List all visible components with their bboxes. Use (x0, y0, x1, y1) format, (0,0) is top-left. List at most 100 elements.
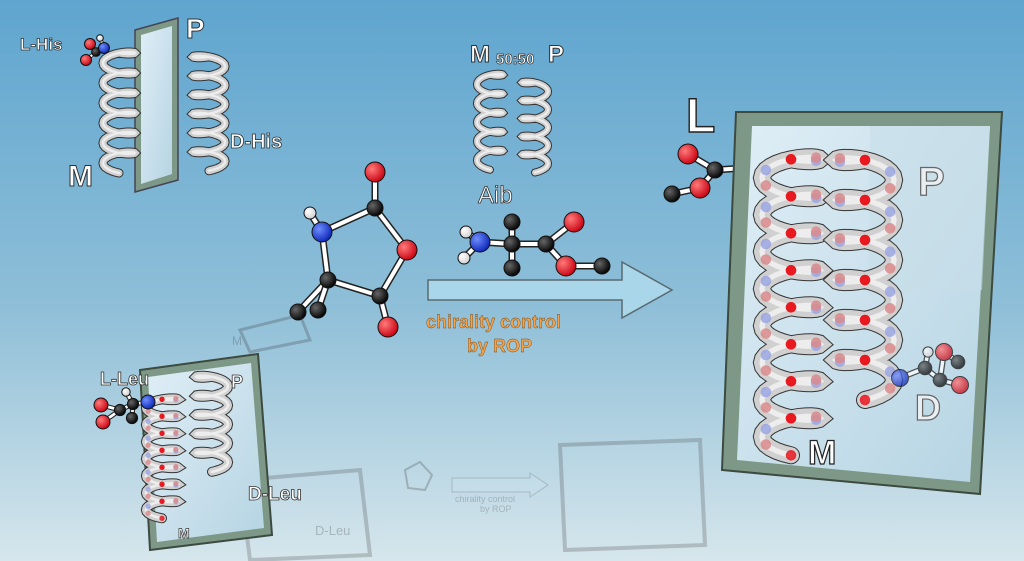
helix-bead (760, 402, 772, 413)
helix-bead (834, 313, 846, 324)
helix-bead (810, 263, 822, 274)
helix-bead (173, 412, 179, 419)
helix-bead (884, 246, 896, 257)
helix-bead (785, 191, 797, 202)
atom-h (96, 34, 104, 42)
helix-bead (834, 273, 846, 284)
atom-o (677, 143, 699, 165)
atom-o (396, 239, 418, 261)
label-p-racemic: P (548, 41, 564, 68)
helix-bead (810, 189, 822, 200)
helix-bead (159, 481, 165, 487)
helix-bead (159, 447, 165, 453)
helix-bead (760, 423, 772, 435)
helix-bead (159, 430, 165, 436)
atom-c (932, 372, 948, 388)
helix-bead (810, 300, 822, 311)
atom-h (457, 251, 471, 265)
helix-bead (859, 314, 871, 326)
atom-c (309, 301, 327, 319)
helix-bead (859, 194, 871, 206)
helix-bead (859, 274, 871, 286)
label-m-top-left: M (68, 160, 93, 193)
helix-bead (884, 286, 896, 297)
atom-h (121, 387, 131, 397)
d-terminal-molecule (891, 343, 969, 394)
label-big-d: D (915, 387, 941, 428)
label-m-racemic: M (470, 41, 490, 68)
bond (326, 278, 382, 298)
helix-bead (159, 413, 165, 419)
helix-big-M (752, 148, 834, 465)
helix-bead (173, 497, 179, 504)
helix-bead (884, 166, 896, 177)
label-big-l: L (686, 90, 715, 143)
atom-o (555, 255, 577, 277)
helix-bead (159, 498, 165, 504)
helix-bead (145, 459, 151, 465)
helix-bead (145, 425, 151, 431)
helix-big-P (822, 148, 904, 409)
reflection-group: chirality control by ROP D-Leu M (232, 313, 708, 561)
helix-bead (834, 353, 846, 364)
helix-bead (173, 463, 179, 470)
helix-bead (173, 395, 179, 402)
label-aib: Aib (478, 182, 513, 209)
atom-c (289, 303, 307, 321)
helix-bead (810, 152, 822, 163)
atom-c (366, 199, 384, 217)
atom-c (706, 161, 724, 179)
top-middle-racemic-group: M 50:50 P Aib (470, 41, 565, 210)
label-d-his: D-His (230, 131, 282, 153)
label-big-p: P (918, 160, 945, 204)
atom-c (113, 403, 127, 417)
label-ratio: 50:50 (496, 51, 534, 68)
atom-o (93, 397, 109, 413)
atom-o (377, 316, 399, 338)
reflection-arrow-text2: by ROP (480, 504, 512, 514)
reflection-nca (403, 460, 434, 492)
helix-bead (760, 238, 772, 250)
reflection-frame (557, 437, 708, 553)
atom-c (319, 271, 337, 289)
atom-h (459, 225, 473, 239)
helix-bead (760, 365, 772, 376)
atom-c (503, 213, 521, 231)
helix-tl-M (98, 47, 142, 178)
helix-bead (159, 515, 165, 521)
helix-tm-P (516, 77, 553, 177)
helix-bead (159, 464, 165, 470)
helix-bead (760, 275, 772, 287)
helix-bead (884, 326, 896, 337)
label-big-m: M (808, 434, 836, 472)
helix-bead (810, 411, 822, 422)
helix-bead (884, 183, 896, 194)
reaction-arrow (427, 260, 674, 320)
helix-bead (785, 413, 797, 424)
helix-bead (859, 354, 871, 366)
label-d-leu: D-Leu (248, 484, 302, 505)
helix-bead (785, 376, 797, 387)
atom-c (917, 360, 933, 376)
aib-molecule (457, 211, 611, 277)
atom-c (371, 287, 389, 305)
atom-c (663, 185, 681, 203)
atom-c (126, 397, 140, 411)
arrow-text-line2: by ROP (467, 336, 532, 356)
atom-o (563, 211, 585, 233)
atom-h (303, 206, 317, 220)
helix-bead (145, 469, 151, 475)
atom-o (935, 343, 953, 361)
helix-small-P (188, 370, 234, 477)
nca-ring-molecule (289, 161, 418, 338)
atom-n (311, 221, 333, 243)
helix-highlight (191, 54, 227, 172)
atom-c (503, 259, 521, 277)
helix-bead (145, 510, 151, 516)
atom-o (84, 38, 96, 50)
mirror-glass (141, 26, 172, 184)
helix-bead (760, 201, 772, 213)
helix-bead (760, 217, 772, 228)
helix-highlight (194, 374, 230, 474)
helix-bead (884, 303, 896, 314)
